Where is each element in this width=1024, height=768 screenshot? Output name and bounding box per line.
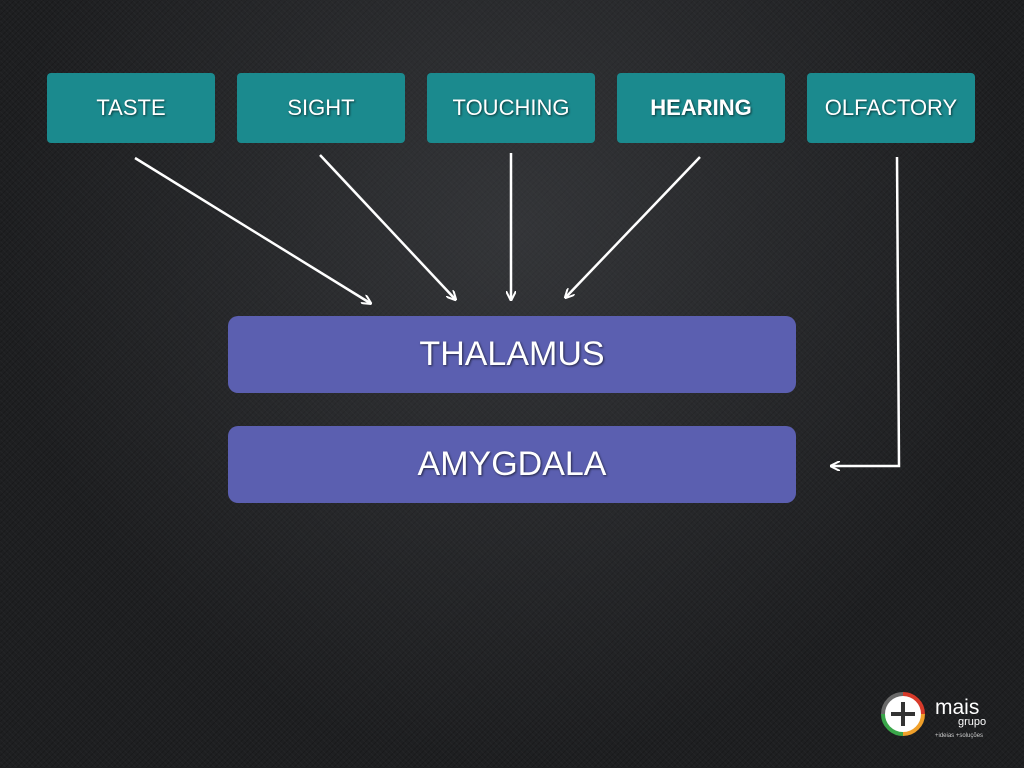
amygdala-label: AMYGDALA <box>417 445 607 483</box>
arrow-sight-to-thalamus <box>319 154 455 299</box>
arrow-taste-to-thalamus <box>134 156 370 303</box>
sense-box-olfactory: OLFACTORY <box>807 73 975 143</box>
logo-tagline: +ideias +soluções <box>935 733 983 739</box>
amygdala-box: AMYGDALA <box>228 426 796 503</box>
sense-label-hearing: HEARING <box>650 95 752 120</box>
sense-box-sight: SIGHT <box>237 73 405 143</box>
logo-subword: grupo <box>958 716 986 728</box>
mais-grupo-logo: mais grupo +ideias +soluções <box>881 692 986 739</box>
sense-box-touching: TOUCHING <box>427 73 595 143</box>
sense-label-sight: SIGHT <box>287 95 355 120</box>
thalamus-box: THALAMUS <box>228 316 796 393</box>
sense-label-olfactory: OLFACTORY <box>824 95 958 120</box>
sense-label-taste: TASTE <box>96 95 166 120</box>
arrow-hearing-to-thalamus <box>566 156 701 297</box>
arrow-olfactory-to-amygdala <box>832 156 901 466</box>
sense-label-touching: TOUCHING <box>452 95 570 120</box>
logo-word: mais <box>935 696 979 719</box>
plus-circle-icon <box>881 692 925 736</box>
sense-box-taste: TASTE <box>47 73 215 143</box>
thalamus-label: THALAMUS <box>419 335 605 373</box>
sense-box-hearing: HEARING <box>617 73 785 143</box>
